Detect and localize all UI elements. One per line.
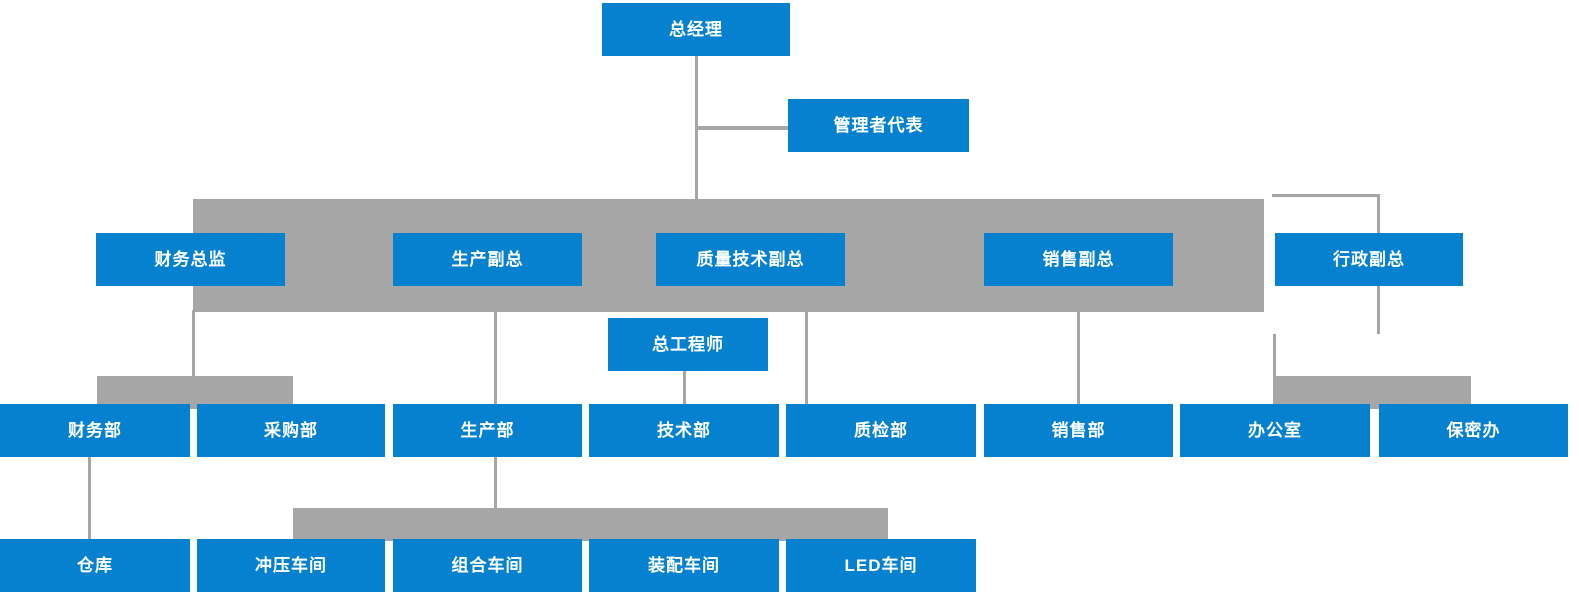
connector-to-vp-admin-horizontal bbox=[1272, 194, 1380, 197]
node-vp-administration[interactable]: 行政副总 bbox=[1275, 233, 1463, 286]
connector-chief-engineer-drop bbox=[683, 370, 686, 410]
node-vp-sales[interactable]: 销售副总 bbox=[984, 233, 1173, 286]
node-chief-engineer[interactable]: 总工程师 bbox=[608, 318, 768, 371]
band-finance-purchasing bbox=[97, 376, 293, 409]
band-office-confidential bbox=[1275, 376, 1471, 409]
node-workshop-stamping[interactable]: 冲压车间 bbox=[197, 539, 385, 592]
connector-vp-admin-drop bbox=[1273, 334, 1276, 408]
node-general-manager[interactable]: 总经理 bbox=[602, 3, 790, 56]
node-department-confidential-office[interactable]: 保密办 bbox=[1379, 404, 1568, 457]
connector-finance-to-warehouse bbox=[88, 457, 91, 543]
node-department-finance[interactable]: 财务部 bbox=[0, 404, 190, 457]
node-department-sales[interactable]: 销售部 bbox=[984, 404, 1173, 457]
connector-production-to-workshops bbox=[494, 457, 497, 543]
connector-gm-to-management-rep bbox=[695, 126, 789, 130]
band-production-workshops bbox=[293, 508, 888, 541]
node-vp-quality-technology[interactable]: 质量技术副总 bbox=[656, 233, 845, 286]
node-vp-finance[interactable]: 财务总监 bbox=[96, 233, 285, 286]
node-department-quality-control[interactable]: 质检部 bbox=[786, 404, 976, 457]
node-workshop-assembly[interactable]: 装配车间 bbox=[589, 539, 779, 592]
node-management-representative[interactable]: 管理者代表 bbox=[788, 99, 969, 152]
node-department-production[interactable]: 生产部 bbox=[393, 404, 582, 457]
node-workshop-combination[interactable]: 组合车间 bbox=[393, 539, 582, 592]
node-vp-production[interactable]: 生产副总 bbox=[393, 233, 582, 286]
connector-vp-quality-drop bbox=[805, 310, 808, 408]
connector-vp-sales-drop bbox=[1077, 310, 1080, 408]
node-warehouse[interactable]: 仓库 bbox=[0, 539, 190, 592]
node-department-office[interactable]: 办公室 bbox=[1180, 404, 1370, 457]
node-department-purchasing[interactable]: 采购部 bbox=[197, 404, 385, 457]
connector-vp-finance-drop bbox=[192, 310, 195, 408]
node-department-technology[interactable]: 技术部 bbox=[589, 404, 779, 457]
connector-vp-production-drop bbox=[494, 310, 497, 408]
node-workshop-led[interactable]: LED车间 bbox=[786, 539, 976, 592]
